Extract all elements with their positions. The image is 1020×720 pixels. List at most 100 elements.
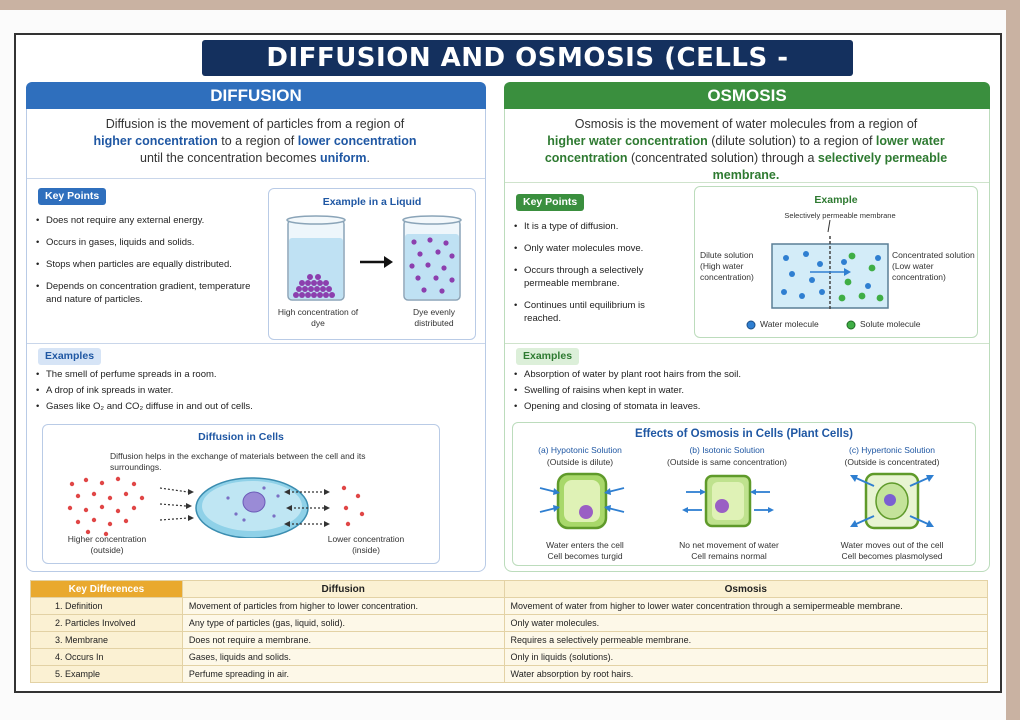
isotonic-subtitle: (Outside is same concentration) [667,457,787,467]
row-label: 1. Definition [30,597,183,615]
cell-icon [195,477,309,538]
high-concentration-caption: High concentration of dye [277,307,359,328]
diffusion-cell: Movement of particles from higher to low… [181,597,505,615]
highlight-higher: higher concentration [93,134,218,148]
inward-arrows-icon [159,487,189,521]
row-label: 5. Example [30,665,183,683]
dilute-solution-label: Dilute solution (High water concentratio… [700,250,754,282]
table-row: 4. Occurs In Gases, liquids and solids. … [30,648,989,666]
osmosis-cell: Requires a selectively permeable membran… [503,631,989,649]
example-item: Swelling of raisins when kept in water. [514,384,974,397]
definition-text: (concentrated solution) through a [627,151,818,165]
definition-text: (dilute solution) to a region of [707,134,876,148]
diffusion-column-header: Diffusion [181,580,505,598]
osmosis-column-header: Osmosis [503,580,989,598]
osmosis-key-points-tag: Key Points [516,194,585,211]
beaker-right-icon [402,215,462,301]
osmosis-key-points: It is a type of diffusion. Only water mo… [514,220,684,334]
beaker-left-icon [286,215,346,301]
solute-legend-label: Solute molecule [860,319,921,329]
page-title: DIFFUSION AND OSMOSIS (CELLS - BIOLOGY) [202,40,853,109]
diffusion-cell: Gases, liquids and solids. [181,648,505,666]
key-differences-header: Key Differences [30,580,183,598]
key-point: Occurs through a selectively permeable m… [514,264,684,290]
diffusion-header: DIFFUSION [26,82,486,109]
key-point: Only water molecules move. [514,242,684,255]
diffusion-example-title: Example in a Liquid [322,196,422,208]
osmosis-definition: Osmosis is the movement of water molecul… [536,116,956,184]
highlight-lower: lower concentration [297,134,417,148]
caption-line: No net movement of water [679,540,779,550]
example-item: Gases like O₂ and CO₂ diffuse in and out… [36,400,466,413]
row-label: 3. Membrane [30,631,183,649]
arrow-right-icon [360,256,393,268]
diffusion-definition: Diffusion is the movement of particles f… [40,116,470,167]
diffusion-examples: The smell of perfume spreads in a room. … [36,368,466,416]
definition-text: until the concentration becomes [140,151,320,165]
osmosis-cell: Movement of water from higher to lower w… [503,597,989,615]
osmosis-header: OSMOSIS [504,82,990,109]
water-legend-icon [746,320,756,330]
hypotonic-subtitle: (Outside is dilute) [546,457,614,467]
diffusion-cell: Any type of particles (gas, liquid, soli… [181,614,505,632]
example-item: The smell of perfume spreads in a room. [36,368,466,381]
hypertonic-subtitle: (Outside is concentrated) [844,457,940,467]
osmosis-examples: Absorption of water by plant root hairs … [514,368,974,416]
higher-concentration-label: Higher concentration (outside) [67,534,147,555]
definition-text: Osmosis is the movement of water molecul… [574,117,918,131]
hypertonic-title: (c) Hypertonic Solution [849,445,935,455]
table-row: 1. Definition Movement of particles from… [30,597,989,615]
caption-line: Water enters the cell [546,540,624,550]
outward-arrows-icon [292,491,324,525]
example-item: Absorption of water by plant root hairs … [514,368,974,381]
beakers-illustration [286,215,462,301]
example-item: A drop of ink spreads in water. [36,384,466,397]
solute-legend-icon [846,320,856,330]
diffusion-cell: Perfume spreading in air. [181,665,505,683]
row-label: 4. Occurs In [30,648,183,666]
evenly-distributed-caption: Dye evenly distributed [412,307,456,328]
table-header-row: Key Differences Diffusion Osmosis [30,580,989,598]
diffusion-in-cells-box [42,424,440,564]
table-row: 2. Particles Involved Any type of partic… [30,614,989,632]
diffusion-examples-tag: Examples [38,348,102,365]
caption-line: Water moves out of the cell [840,540,944,550]
key-point: Depends on concentration gradient, tempe… [36,280,266,306]
outside-particles-icon [67,476,145,537]
hypotonic-cell-icon [539,472,625,530]
lower-concentration-label: Lower concentration (inside) [327,534,405,555]
diffusion-in-cells-title: Diffusion in Cells [198,431,284,443]
concentrated-solution-label: Concentrated solution (Low water concent… [892,250,975,282]
key-differences-table: Key Differences Diffusion Osmosis 1. Def… [30,580,989,683]
divider [505,182,989,183]
row-label: 2. Particles Involved [30,614,183,632]
effects-title: Effects of Osmosis in Cells (Plant Cells… [635,428,853,440]
caption-line: Cell becomes plasmolysed [841,551,943,561]
divider [27,178,485,179]
osmosis-examples-tag: Examples [516,348,580,365]
cell-diffusion-illustration [67,476,365,538]
highlight-membrane: selectively permeable membrane. [712,151,948,182]
key-point: Stops when particles are equally distrib… [36,258,266,271]
osmosis-cell: Water absorption by root hairs. [503,665,989,683]
hypertonic-cell-icon [850,472,934,530]
water-molecules-icon [781,251,881,299]
highlight-higher: higher water concentration [547,134,708,148]
osmosis-diagram [771,220,889,310]
caption-line: Cell becomes turgid [547,551,623,561]
osmosis-cell: Only in liquids (solutions). [503,648,989,666]
key-point: It is a type of diffusion. [514,220,684,233]
hypotonic-title: (a) Hypotonic Solution [538,445,622,455]
divider [505,343,989,344]
table-row: 3. Membrane Does not require a membrane.… [30,631,989,649]
highlight-lower: lower water concentration [544,134,945,165]
diffusion-cell: Does not require a membrane. [181,631,505,649]
inside-particles-icon [341,485,365,527]
caption-line: Cell remains normal [691,551,767,561]
osmosis-example-title: Example [814,194,858,206]
diffusion-in-cells-text: Diffusion helps in the exchange of mater… [110,451,366,472]
example-item: Opening and closing of stomata in leaves… [514,400,974,413]
table-row: 5. Example Perfume spreading in air. Wat… [30,665,989,683]
